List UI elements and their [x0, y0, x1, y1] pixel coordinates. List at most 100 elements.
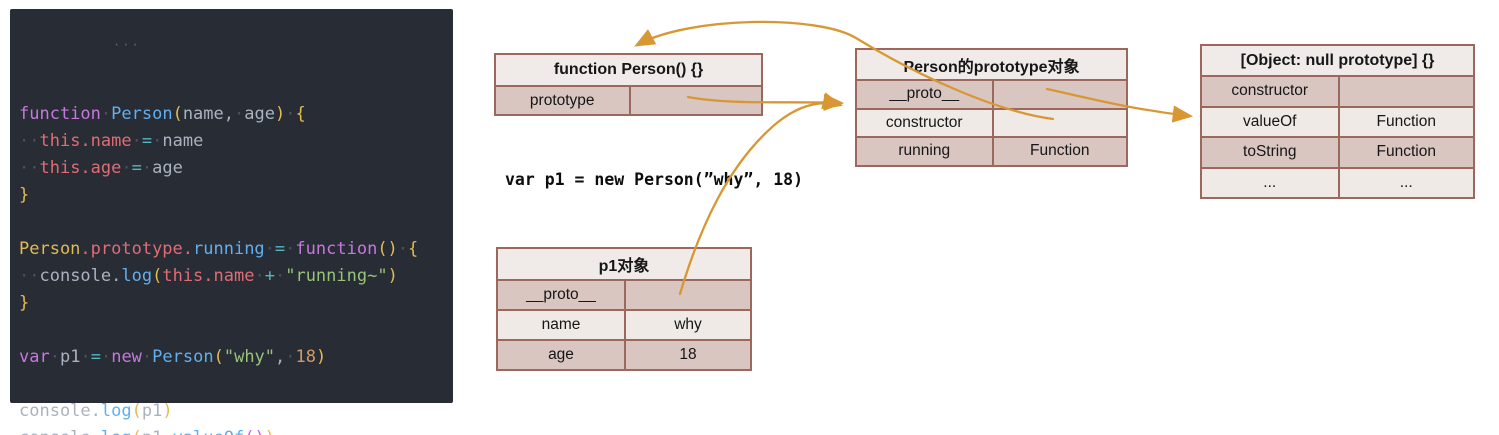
whitespace-dot: ··: [19, 266, 40, 286]
code-token: (: [152, 266, 163, 286]
code-line: ··this.age·=·age: [19, 155, 453, 182]
code-line: }: [19, 290, 453, 317]
code-line: console.log(p1.valueOf()): [19, 425, 453, 435]
var-statement-text: var p1 = new Person(”why”, 18): [505, 170, 804, 189]
code-token: console.: [19, 428, 101, 435]
code-token: ,: [223, 104, 235, 124]
code-token: +: [264, 266, 275, 286]
code-token: ,: [275, 347, 286, 367]
code-token: {: [295, 104, 306, 124]
code-token: this.name: [162, 266, 255, 286]
code-token: ): [265, 428, 275, 435]
code-token: log: [101, 428, 132, 435]
code-token: Person: [152, 347, 214, 367]
code-token: =: [274, 239, 286, 259]
code-token: (): [377, 239, 398, 259]
table-cell-value: [624, 281, 750, 309]
code-token: function: [295, 239, 378, 259]
code-token: (: [172, 104, 183, 124]
table-row: ......: [1202, 166, 1474, 197]
whitespace-dot: ·: [264, 239, 275, 259]
code-line: console.log(p1): [19, 398, 453, 425]
code-token: p1: [141, 401, 163, 421]
code-token: =: [90, 347, 101, 367]
code-token: (: [132, 428, 142, 435]
table-cell-label: age: [548, 346, 574, 363]
whitespace-dot: ··: [19, 158, 40, 178]
code-token: console.: [39, 266, 122, 286]
code-token: this.age: [39, 158, 122, 178]
code-line: function·Person(name,·age)·{: [19, 101, 453, 128]
code-token: this.name: [39, 131, 132, 151]
table-cell-value: [628, 87, 762, 114]
table-cell-label: constructor: [1231, 82, 1309, 100]
code-token: Person: [111, 104, 173, 124]
code-line: [19, 209, 453, 236]
whitespace-dot: ·: [100, 104, 112, 124]
code-token: 18: [295, 347, 317, 367]
whitespace-dot: ·: [49, 347, 60, 367]
table-cell-value: Function: [1337, 107, 1474, 136]
table-row: toString Function: [1202, 136, 1473, 167]
code-token: (): [244, 428, 264, 435]
table-row: constructor: [1202, 75, 1473, 106]
code-token: }: [19, 293, 30, 313]
table-cell-label: ...: [1263, 173, 1277, 191]
table-object-null-prototype: [Object: null prototype] {} constructor va…: [1200, 44, 1475, 199]
code-token: "why": [223, 347, 276, 367]
code-token: Person: [19, 239, 81, 259]
table-cell-label: __proto__: [526, 286, 596, 303]
code-token: new: [111, 347, 142, 367]
code-token: ): [162, 401, 173, 421]
code-token: {: [408, 239, 419, 259]
table-cell-value: Function: [991, 138, 1127, 165]
table-row: __proto__: [498, 279, 750, 309]
table-cell-value: Function: [1337, 138, 1474, 167]
whitespace-dot: ·: [234, 104, 245, 124]
code-token: =: [131, 158, 142, 178]
table-cell-label: prototype: [529, 91, 595, 109]
whitespace-dot: ··: [19, 131, 40, 151]
code-line: }: [19, 182, 453, 209]
code-token: name: [182, 104, 224, 124]
code-token: (: [213, 347, 224, 367]
code-token: .prototype.: [80, 239, 194, 259]
whitespace-dot: ·: [397, 239, 409, 259]
code-token: age: [244, 104, 275, 124]
table-cell-value: why: [624, 311, 750, 339]
code-token: p1: [59, 347, 81, 367]
whitespace-dot: ·: [285, 104, 296, 124]
table-cell-label: constructor: [885, 113, 963, 131]
table-title: [Object: null prototype] {}: [1202, 46, 1473, 75]
code-token: =: [141, 131, 153, 151]
code-token: ): [387, 266, 398, 286]
whitespace-dot: ·: [152, 131, 163, 151]
whitespace-dot: ·: [131, 131, 142, 151]
code-line: ··console.log(this.name·+·"running~"): [19, 263, 453, 290]
table-title: Person的prototype对象: [857, 50, 1126, 79]
code-token: ): [274, 104, 286, 124]
code-token: name: [162, 131, 204, 151]
table-cell-label: toString: [1243, 143, 1297, 161]
code-token: valueOf: [173, 428, 245, 435]
table-cell-value: ...: [1337, 168, 1474, 197]
whitespace-dot: ·: [141, 347, 153, 367]
code-editor[interactable]: ··· function·Person(name,·age)·{··this.n…: [10, 9, 453, 435]
table-function-person: function Person() {} prototype: [494, 53, 763, 116]
table-title: function Person() {}: [496, 55, 761, 85]
code-token: "running~": [285, 266, 388, 286]
code-token: running: [193, 239, 265, 259]
code-line: ··this.name·=·name: [19, 128, 453, 155]
code-line: [19, 371, 453, 398]
inlay-hint-dots: ···: [113, 38, 141, 52]
whitespace-dot: ·: [80, 347, 91, 367]
code-token: log: [100, 401, 132, 421]
whitespace-dot: ·: [274, 266, 286, 286]
table-cell-value: [1337, 77, 1474, 106]
